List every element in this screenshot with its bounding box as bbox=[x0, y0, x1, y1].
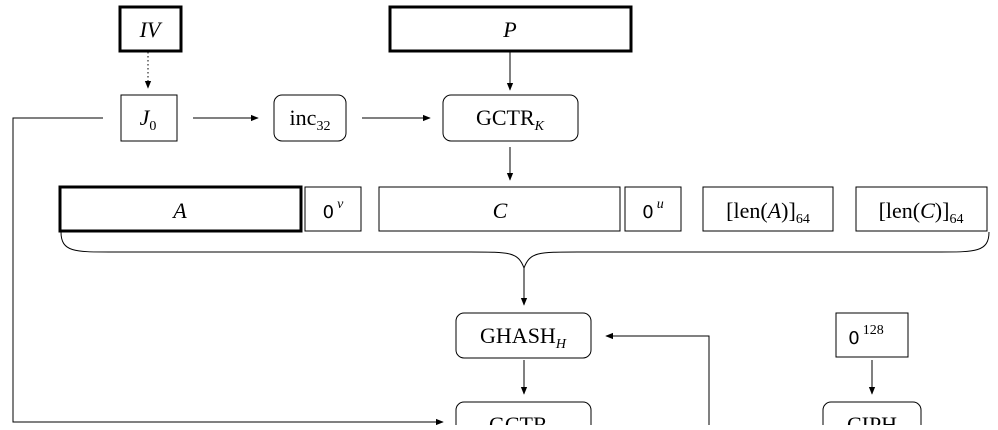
a-block: A bbox=[58, 185, 303, 233]
j0-label: J0 bbox=[140, 105, 157, 134]
ghash-label: GHASHH bbox=[480, 323, 567, 352]
gctr-top-box: GCTRK bbox=[442, 94, 579, 142]
len-c-label: [len(C)]64 bbox=[879, 198, 964, 227]
p-label: P bbox=[502, 17, 516, 42]
iv-box: IV bbox=[118, 5, 183, 53]
p-box: P bbox=[388, 5, 633, 53]
gctr-bottom-label: GCTRK bbox=[489, 412, 558, 425]
ghash-box: GHASHH bbox=[455, 312, 592, 359]
gctr-bottom-box: GCTRK bbox=[455, 401, 592, 430]
iv-label: IV bbox=[139, 17, 163, 42]
j0-box: J0 bbox=[120, 94, 178, 142]
len-a-block: [len(A)]64 bbox=[702, 186, 834, 232]
inc32-box: inc32 bbox=[273, 94, 347, 142]
concat-brace bbox=[60, 231, 990, 270]
gctr-top-label: GCTRK bbox=[476, 105, 545, 134]
c-label: C bbox=[493, 198, 508, 223]
a-label: A bbox=[171, 198, 187, 223]
ciph-label: CIPH bbox=[847, 412, 897, 425]
len-a-label: [len(A)]64 bbox=[726, 198, 810, 227]
inc32-label: inc32 bbox=[290, 105, 331, 134]
ciph-box: CIPH bbox=[822, 401, 922, 430]
len-c-block: [len(C)]64 bbox=[855, 186, 988, 232]
j0-to-bottom-gctr-line bbox=[12, 117, 444, 426]
hash-key-to-ghash-line bbox=[605, 332, 710, 425]
c-block: C bbox=[378, 186, 621, 232]
